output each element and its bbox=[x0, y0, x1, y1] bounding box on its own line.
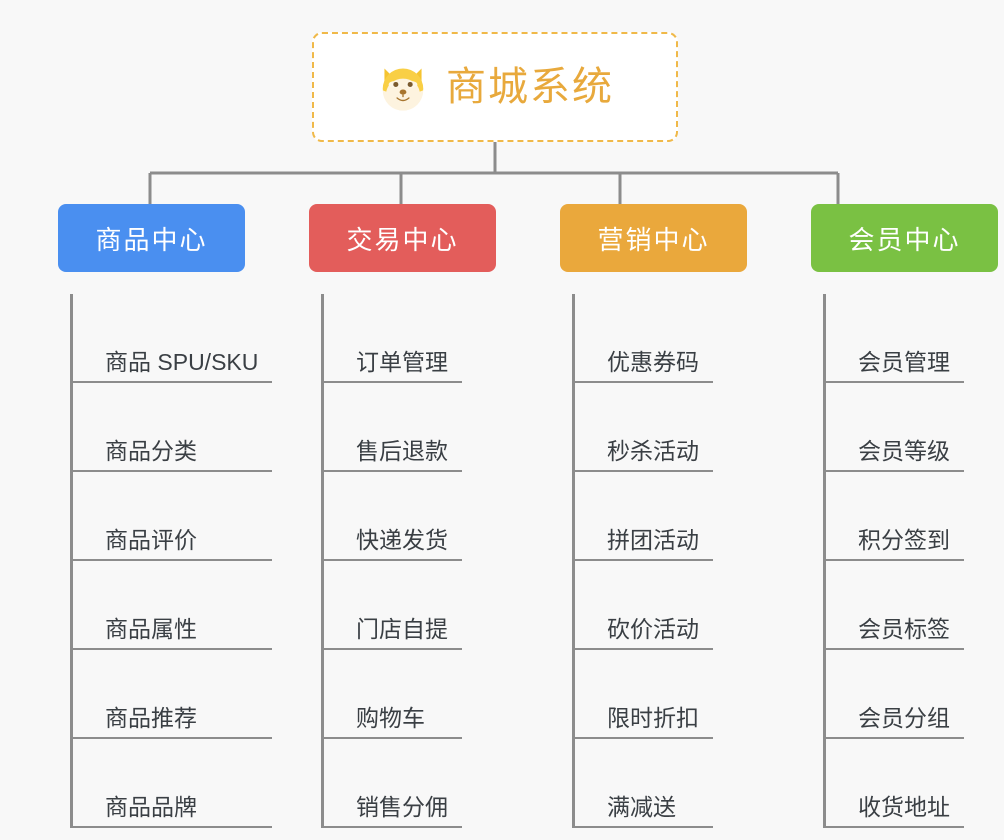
list-item[interactable]: 会员管理 bbox=[826, 294, 964, 383]
leaf-label: 会员分组 bbox=[858, 704, 950, 731]
list-item[interactable]: 会员标签 bbox=[826, 561, 964, 650]
leaf-label: 砍价活动 bbox=[607, 615, 699, 642]
leaf-label: 会员等级 bbox=[858, 437, 950, 464]
subtree-marketing-center: 优惠券码 秒杀活动 拼团活动 砍价活动 限时折扣 满减送 bbox=[572, 294, 713, 828]
category-label: 商品中心 bbox=[95, 224, 208, 255]
category-box-trade-center[interactable]: 交易中心 bbox=[309, 204, 496, 272]
leaf-label: 秒杀活动 bbox=[607, 437, 699, 464]
leaf-label: 满减送 bbox=[607, 793, 676, 820]
list-item[interactable]: 售后退款 bbox=[324, 383, 462, 472]
category-label: 交易中心 bbox=[346, 224, 459, 255]
leaf-label: 会员标签 bbox=[858, 615, 950, 642]
column-marketing-center: 营销中心 优惠券码 秒杀活动 拼团活动 砍价活动 限时折扣 bbox=[502, 204, 753, 828]
column-member-center: 会员中心 会员管理 会员等级 积分签到 会员标签 会员分组 bbox=[753, 204, 1004, 828]
list-item[interactable]: 快递发货 bbox=[324, 472, 462, 561]
leaf-label: 限时折扣 bbox=[607, 704, 699, 731]
category-columns: 商品中心 商品 SPU/SKU 商品分类 商品评价 商品属性 商品推荐 bbox=[0, 204, 1004, 828]
leaf-label: 快递发货 bbox=[356, 526, 448, 553]
leaf-label: 积分签到 bbox=[858, 526, 950, 553]
list-item[interactable]: 收货地址 bbox=[826, 739, 964, 828]
column-trade-center: 交易中心 订单管理 售后退款 快递发货 门店自提 购物车 bbox=[251, 204, 502, 828]
column-product-center: 商品中心 商品 SPU/SKU 商品分类 商品评价 商品属性 商品推荐 bbox=[0, 204, 273, 828]
leaf-label: 商品 SPU/SKU bbox=[105, 348, 259, 375]
list-item[interactable]: 购物车 bbox=[324, 650, 462, 739]
list-item[interactable]: 积分签到 bbox=[826, 472, 964, 561]
leaf-label: 优惠券码 bbox=[607, 348, 699, 375]
leaf-label: 商品评价 bbox=[105, 526, 197, 553]
list-item[interactable]: 商品属性 bbox=[73, 561, 273, 650]
category-box-marketing-center[interactable]: 营销中心 bbox=[560, 204, 747, 272]
category-label: 营销中心 bbox=[597, 224, 710, 255]
leaf-label: 订单管理 bbox=[356, 348, 448, 375]
leaf-label: 商品品牌 bbox=[105, 793, 197, 820]
category-box-product-center[interactable]: 商品中心 bbox=[58, 204, 245, 272]
subtree-trade-center: 订单管理 售后退款 快递发货 门店自提 购物车 销售分佣 bbox=[321, 294, 462, 828]
list-item[interactable]: 会员分组 bbox=[826, 650, 964, 739]
leaf-label: 收货地址 bbox=[858, 793, 950, 820]
list-item[interactable]: 商品评价 bbox=[73, 472, 273, 561]
list-item[interactable]: 销售分佣 bbox=[324, 739, 462, 828]
shiba-dog-icon bbox=[382, 68, 424, 111]
leaf-label: 售后退款 bbox=[356, 437, 448, 464]
leaf-label: 商品分类 bbox=[105, 437, 197, 464]
subtree-product-center: 商品 SPU/SKU 商品分类 商品评价 商品属性 商品推荐 商品品牌 bbox=[70, 294, 273, 828]
list-item[interactable]: 商品推荐 bbox=[73, 650, 273, 739]
list-item[interactable]: 秒杀活动 bbox=[575, 383, 713, 472]
list-item[interactable]: 优惠券码 bbox=[575, 294, 713, 383]
list-item[interactable]: 商品 SPU/SKU bbox=[73, 294, 273, 383]
list-item[interactable]: 拼团活动 bbox=[575, 472, 713, 561]
category-label: 会员中心 bbox=[848, 224, 961, 255]
list-item[interactable]: 门店自提 bbox=[324, 561, 462, 650]
list-item[interactable]: 砍价活动 bbox=[575, 561, 713, 650]
leaf-label: 拼团活动 bbox=[607, 526, 699, 553]
list-item[interactable]: 商品品牌 bbox=[73, 739, 273, 828]
leaf-label: 商品推荐 bbox=[105, 704, 197, 731]
root-node-card[interactable]: 商城系统 bbox=[312, 32, 678, 142]
leaf-label: 会员管理 bbox=[858, 348, 950, 375]
root-title: 商城系统 bbox=[446, 65, 614, 109]
leaf-label: 门店自提 bbox=[356, 615, 448, 642]
list-item[interactable]: 限时折扣 bbox=[575, 650, 713, 739]
list-item[interactable]: 订单管理 bbox=[324, 294, 462, 383]
subtree-member-center: 会员管理 会员等级 积分签到 会员标签 会员分组 收货地址 bbox=[823, 294, 964, 828]
list-item[interactable]: 满减送 bbox=[575, 739, 713, 828]
leaf-label: 商品属性 bbox=[105, 615, 197, 642]
list-item[interactable]: 商品分类 bbox=[73, 383, 273, 472]
list-item[interactable]: 会员等级 bbox=[826, 383, 964, 472]
leaf-label: 销售分佣 bbox=[356, 793, 448, 820]
category-box-member-center[interactable]: 会员中心 bbox=[811, 204, 998, 272]
leaf-label: 购物车 bbox=[356, 704, 425, 731]
